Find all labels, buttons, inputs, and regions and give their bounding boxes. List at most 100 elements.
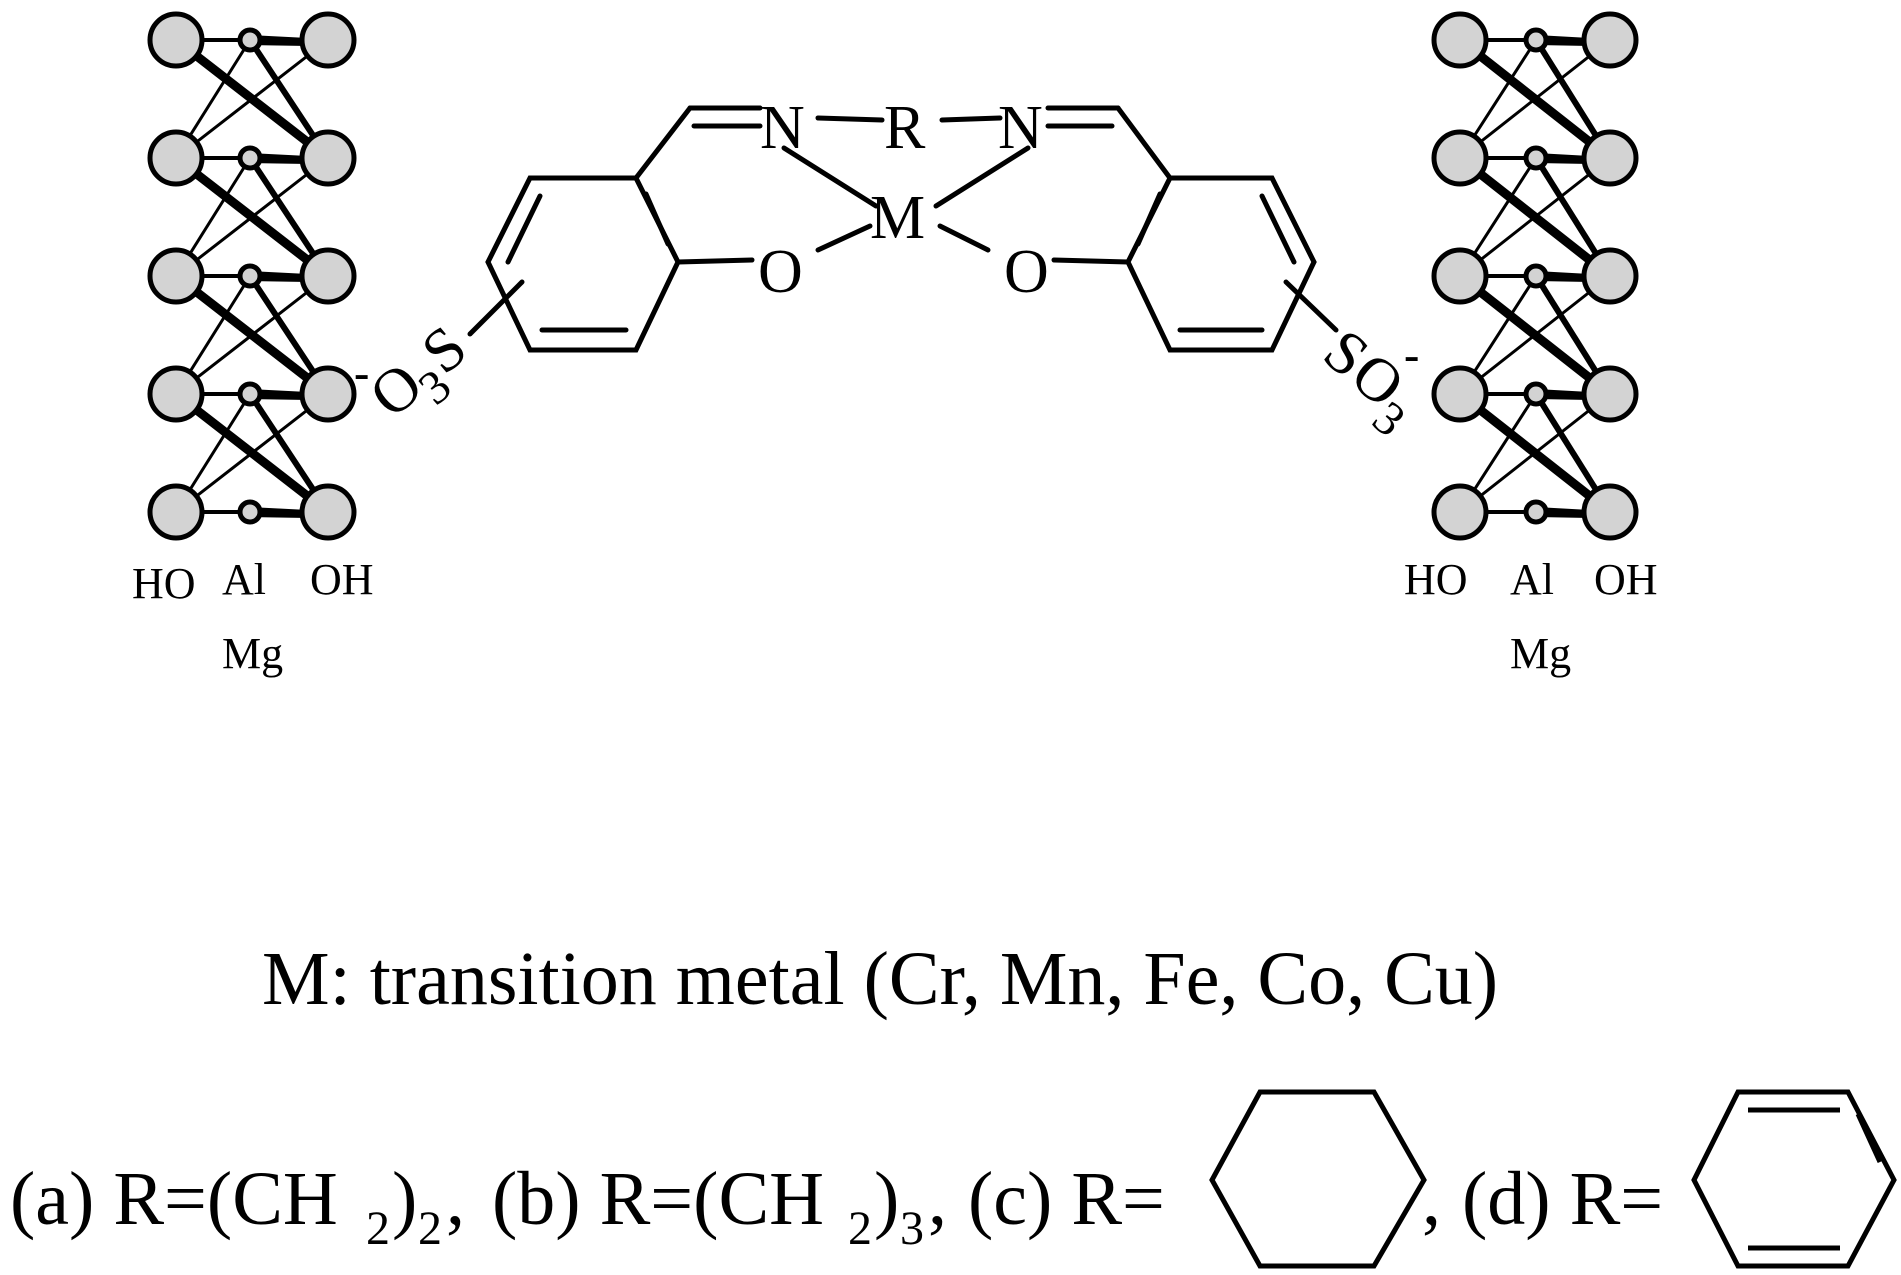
ring-left-inner-1 [505,193,543,265]
option-c-end: , [1422,1157,1441,1241]
right-layer-wedge-bond [1536,507,1590,518]
ldh-layer-right [1431,11,1639,541]
option-a-sub2: 2 [418,1202,442,1255]
right-layer-hydroxyl-atom [1581,247,1639,305]
option-b-end: , [928,1157,947,1241]
ring-left-inner-3 [643,191,671,247]
option-b-mid: ) [874,1157,899,1241]
o-m-bond-left [815,223,873,253]
left-layer-wedge-bond [250,153,308,164]
atom-n-right: N [998,94,1043,162]
r-n-bond-right [939,115,1003,123]
left-layer-bond-light [175,392,329,514]
left-layer-hydroxyl-atom [299,129,357,187]
atom-metal: M [870,184,925,252]
right-layer-metal-atom [1523,499,1549,525]
right-layer-metal-atom [1523,263,1549,289]
left-layer-metal-atom [237,27,263,53]
atom-n-left: N [760,94,805,162]
ring-s-bond-left [467,279,525,337]
right-layer-hydroxyl-atom [1431,247,1489,305]
right-layer-wedge-bond [1536,389,1590,400]
charge-left: - [354,347,369,398]
ring-s-bond-right [1283,279,1339,333]
right-layer-bond-light [1459,392,1611,514]
option-a-end: , [446,1157,465,1241]
option-c-prefix: (c) R= [968,1157,1165,1241]
atom-o-left: O [758,238,803,306]
right-layer-hydroxyl-atom [1431,483,1489,541]
left-layer-hydroxyl-atom [299,483,357,541]
ring-o-bond-left [675,257,755,265]
option-a-mid: ) [392,1157,417,1241]
atom-r: R [884,94,926,162]
left-layer-metal-atom [237,381,263,407]
ch-bond-right [1115,105,1173,181]
cyclohexane-ring [1209,1089,1427,1269]
label-ho-left: HO [132,559,196,608]
left-layer-hydroxyl-atom [147,247,205,305]
right-layer-hydroxyl-atom [1431,11,1489,69]
left-layer-hydroxyl-atom [299,11,357,69]
right-layer-metal-atom [1523,381,1549,407]
charge-right: - [1404,329,1419,380]
complex-bonds [467,105,1339,353]
right-layer-bond-light [1459,274,1611,396]
left-layer-wedge-bond [250,507,308,518]
benzene-ring [1691,1089,1897,1269]
label-oh-right: OH [1594,555,1658,604]
right-layer-hydroxyl-atom [1431,365,1489,423]
left-layer-hydroxyl-atom [147,129,205,187]
ring-o-bond-right [1051,257,1131,265]
right-layer-hydroxyl-atom [1581,129,1639,187]
right-layer-hydroxyl-atom [1431,129,1489,187]
label-oh-left: OH [310,555,374,604]
right-layer-metal-atom [1523,27,1549,53]
label-mg-right: Mg [1510,629,1571,678]
n-m-bond-right [933,145,1031,209]
left-layer-wedge-bond [250,35,308,46]
right-layer-wedge-bond [1536,153,1590,164]
atom-o-right: O [1004,238,1049,306]
option-d-prefix: (d) R= [1462,1157,1663,1241]
left-layer-metal-atom [237,499,263,525]
left-layer-hydroxyl-atom [299,365,357,423]
label-al-right: Al [1510,555,1554,604]
ring-right-inner-3 [1135,191,1163,247]
left-layer-hydroxyl-atom [299,247,357,305]
left-layer-hydroxyl-atom [147,365,205,423]
right-layer-hydroxyl-atom [1581,11,1639,69]
ring-right-inner-1 [1259,193,1297,265]
left-layer-bond-light [175,38,329,160]
option-b-sub1: 2 [848,1202,872,1255]
caption-metal: M: transition metal (Cr, Mn, Fe, Co, Cu) [262,937,1498,1021]
n-r-bond-left [815,115,885,123]
left-layer-bond-light [175,274,329,396]
option-b-prefix: (b) R=(CH [492,1157,824,1241]
label-ho-right: HO [1404,555,1468,604]
left-layer-bond-light [175,156,329,278]
label-al-left: Al [222,555,266,604]
r-options: (a) R=(CH 2 ) 2 , (b) R=(CH 2 ) 3 , (c) … [10,1089,1897,1269]
option-a-prefix: (a) R=(CH [10,1157,338,1241]
left-layer-wedge-bond [250,271,308,282]
right-layer-hydroxyl-atom [1581,483,1639,541]
right-layer-bond-light [1459,156,1611,278]
right-layer-wedge-bond [1536,35,1590,46]
left-layer-wedge-bond [250,389,308,400]
right-layer-metal-atom [1523,145,1549,171]
left-layer-hydroxyl-atom [147,11,205,69]
o-m-bond-right [937,223,991,253]
right-layer-wedge-bond [1536,271,1590,282]
left-layer-metal-atom [237,145,263,171]
right-layer-bond-light [1459,38,1611,160]
ldh-layer-left [147,11,357,541]
option-a-sub1: 2 [366,1202,390,1255]
ch-bond-left [633,105,693,181]
left-layer-hydroxyl-atom [147,483,205,541]
option-b-sub2: 3 [900,1202,924,1255]
label-mg-left: Mg [222,629,283,678]
right-layer-hydroxyl-atom [1581,365,1639,423]
n-m-bond-left [781,145,879,209]
